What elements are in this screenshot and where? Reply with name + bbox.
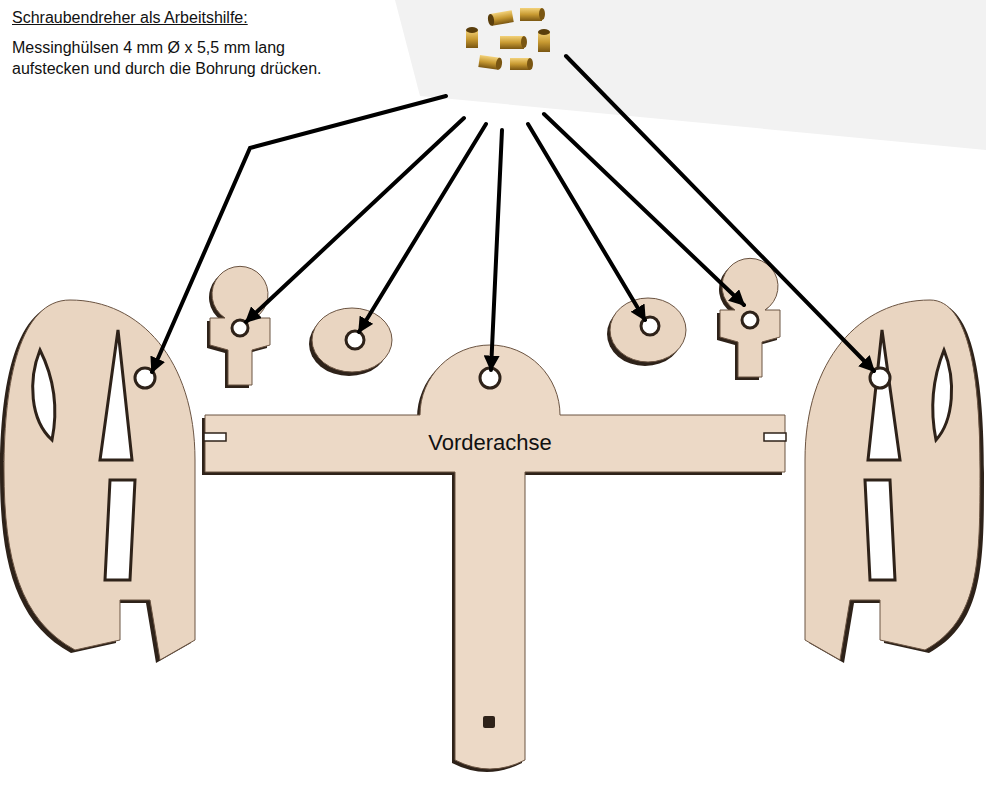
front-axle-part: [202, 345, 786, 772]
washer-left: [309, 308, 392, 376]
leader-arrows: [152, 56, 874, 372]
instruction-heading: Schraubendreher als Arbeitshilfe:: [12, 8, 248, 29]
key-piece-right: [717, 258, 780, 380]
instruction-note: Messinghülsen 4 mm Ø x 5,5 mm lang aufst…: [12, 38, 350, 80]
brass-sleeves: [466, 8, 550, 70]
right-side-part: [805, 300, 984, 663]
left-side-part: [0, 300, 195, 663]
washer-right: [607, 298, 686, 366]
part-name: Vorderachse: [330, 429, 650, 458]
key-piece-left: [207, 266, 270, 388]
